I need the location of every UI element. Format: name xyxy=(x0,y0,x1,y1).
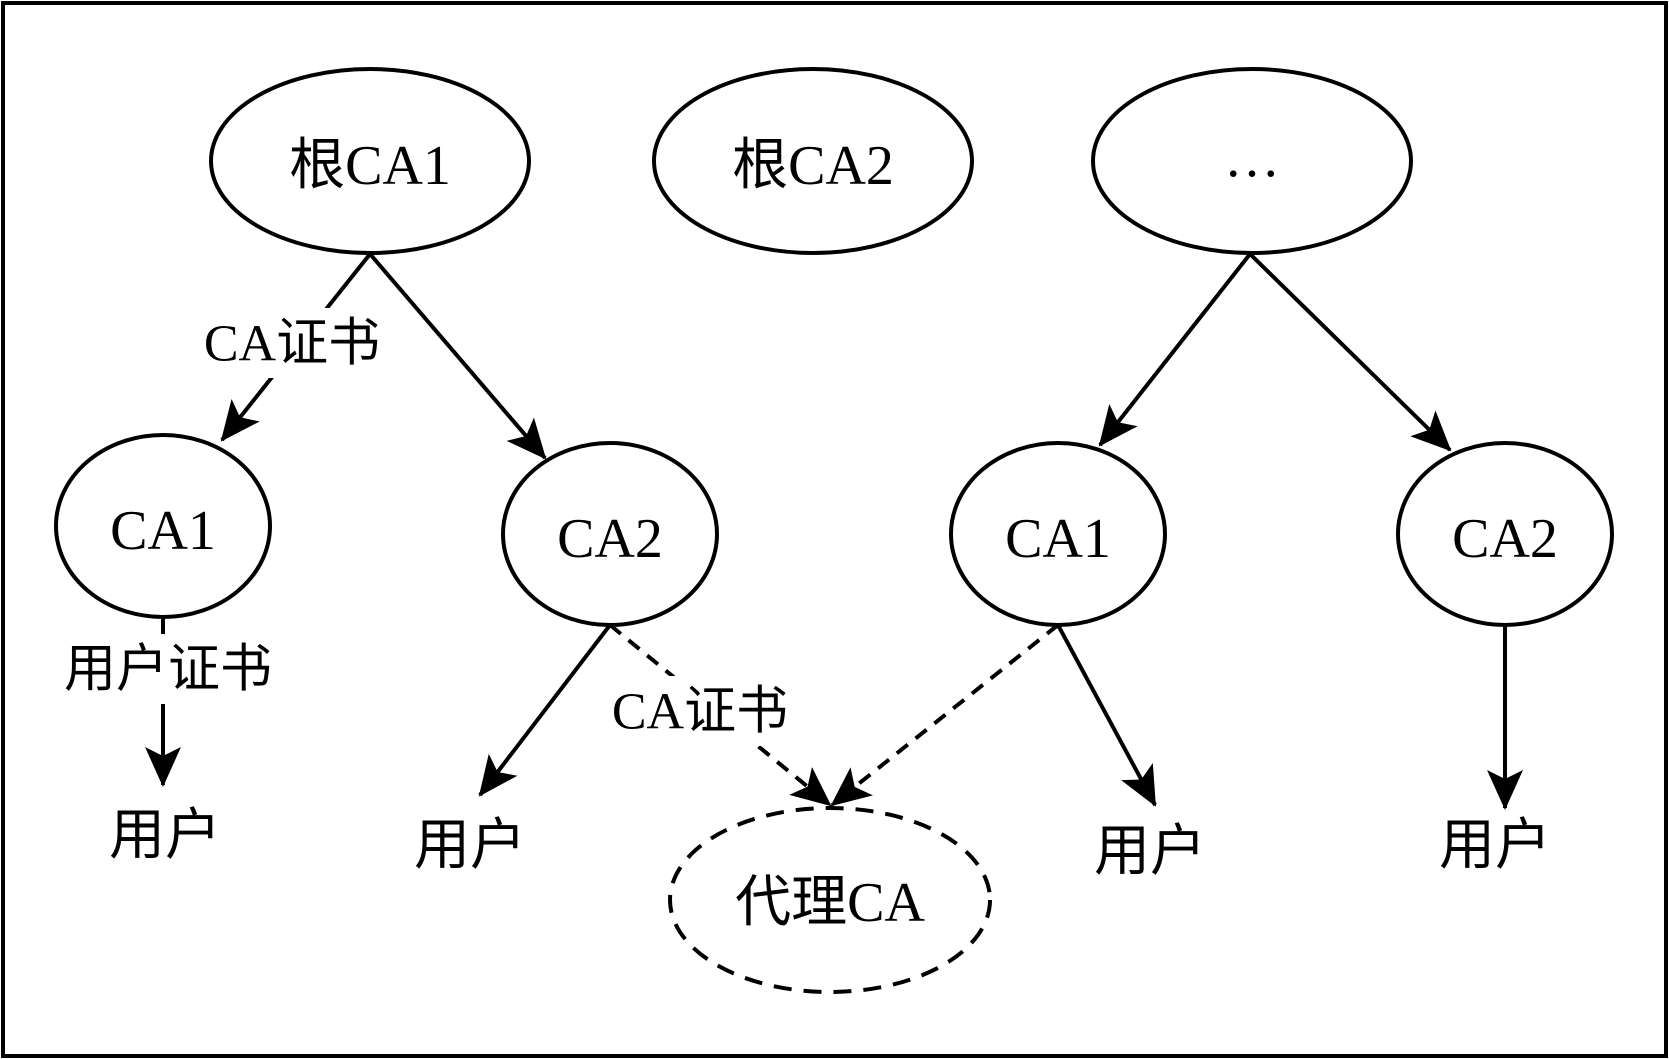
edge-label-ca-cert-1: CA证书 xyxy=(204,316,380,373)
node-root-ca2: 根CA2 xyxy=(652,67,974,255)
node-ca2-right-label: CA2 xyxy=(1452,508,1558,570)
node-proxy-ca: 代理CA xyxy=(668,806,992,994)
leaf-user-4: 用户 xyxy=(1439,815,1551,877)
node-root-more: … xyxy=(1091,67,1413,255)
edge-rootmore-to-ca1 xyxy=(1098,252,1252,447)
node-root-more-label: … xyxy=(1224,127,1280,189)
edge-label-user-cert: 用户证书 xyxy=(64,642,272,699)
edge-ca1right-to-proxy xyxy=(830,623,1060,807)
node-root-ca2-label: 根CA2 xyxy=(732,135,894,197)
leaf-user-1: 用户 xyxy=(109,805,221,867)
node-ca2-right: CA2 xyxy=(1396,441,1614,627)
node-root-ca1: 根CA1 xyxy=(209,67,531,255)
node-ca1-right-label: CA1 xyxy=(1005,508,1111,570)
node-ca2-left-label: CA2 xyxy=(557,508,663,570)
edge-label-ca-cert-2: CA证书 xyxy=(612,684,788,741)
node-ca2-left: CA2 xyxy=(501,441,719,627)
node-ca1-left-label: CA1 xyxy=(110,500,216,562)
node-ca1-left: CA1 xyxy=(54,433,272,619)
edge-root1-to-ca2 xyxy=(368,252,547,460)
node-proxy-ca-label: 代理CA xyxy=(735,872,925,934)
edge-ca1right-to-user3 xyxy=(1056,624,1157,807)
leaf-user-2: 用户 xyxy=(414,815,526,877)
edge-rootmore-to-ca2 xyxy=(1248,252,1452,452)
node-ca1-right: CA1 xyxy=(949,441,1167,627)
leaf-user-3: 用户 xyxy=(1094,821,1206,883)
edge-ca2-to-user2 xyxy=(478,623,612,797)
node-root-ca1-label: 根CA1 xyxy=(289,135,451,197)
